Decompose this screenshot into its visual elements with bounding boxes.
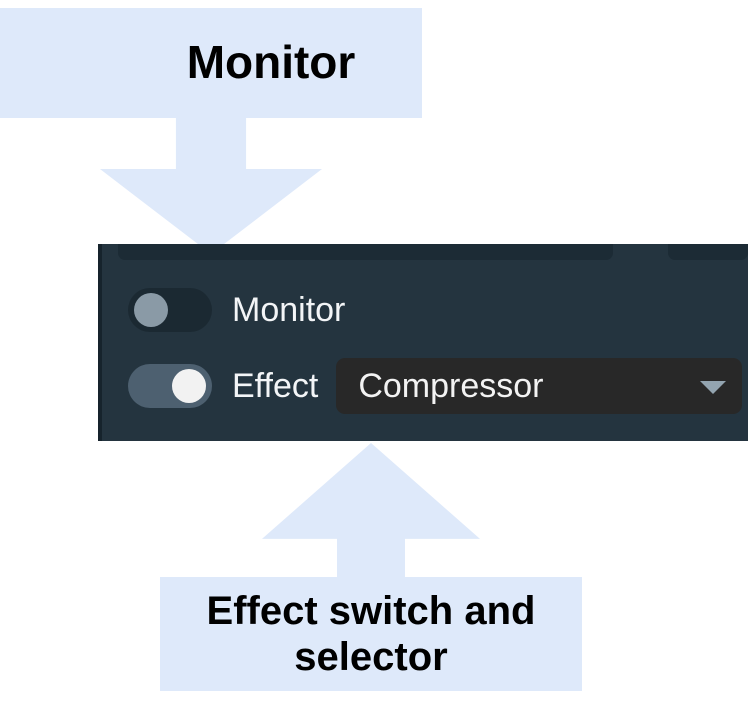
chevron-down-icon — [700, 381, 727, 394]
annotation-arrow-up-icon — [262, 443, 480, 579]
annotation-callout-effect: Effect switch and selector — [160, 577, 582, 691]
monitor-label: Monitor — [232, 290, 346, 329]
effect-selector-dropdown[interactable]: Compressor — [336, 358, 743, 414]
clipped-field-right[interactable] — [668, 244, 748, 260]
clipped-row-above — [98, 244, 748, 260]
effect-toggle[interactable] — [128, 364, 212, 408]
panel-left-border — [98, 244, 102, 441]
monitor-toggle[interactable] — [128, 288, 212, 332]
annotation-arrow-down-icon — [100, 117, 322, 254]
annotation-callout-effect-text: Effect switch and selector — [206, 588, 536, 679]
annotation-callout-monitor: Monitor — [0, 8, 422, 118]
monitor-toggle-knob — [134, 293, 168, 327]
clipped-field-left[interactable] — [118, 244, 613, 260]
effect-row: Effect Compressor — [98, 358, 743, 414]
effect-toggle-knob — [172, 369, 206, 403]
effect-label: Effect — [232, 366, 319, 405]
effect-selector-value: Compressor — [358, 366, 544, 405]
annotation-callout-monitor-text: Monitor — [186, 36, 356, 89]
audio-settings-panel: Monitor Effect Compressor — [98, 244, 748, 441]
monitor-row: Monitor — [98, 282, 345, 338]
